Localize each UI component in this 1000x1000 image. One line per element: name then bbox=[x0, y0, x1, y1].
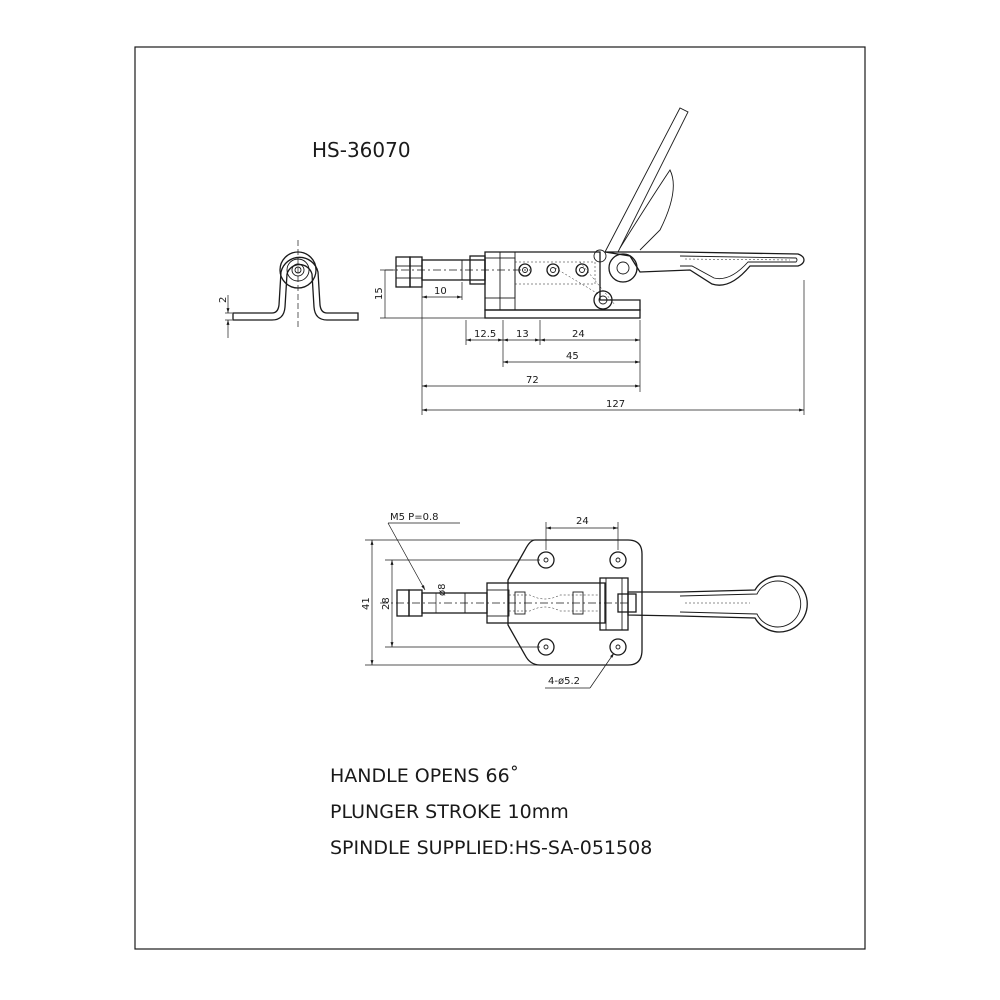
dim-plunger-dia: ø8 bbox=[437, 584, 448, 596]
mount-hole bbox=[537, 638, 555, 656]
mount-hole bbox=[609, 551, 627, 569]
end-view: 2 bbox=[218, 240, 359, 338]
side-view: 15 10 12.5 13 24 45 72 127 bbox=[374, 107, 805, 415]
note-handle-opens: HANDLE OPENS 66˚ bbox=[330, 765, 519, 787]
dim-height: 15 bbox=[374, 287, 385, 300]
dim-holes: 4-ø5.2 bbox=[548, 676, 580, 687]
dim-inner-width: 28 bbox=[381, 597, 392, 610]
note-spindle-supplied: SPINDLE SUPPLIED:HS-SA-051508 bbox=[330, 837, 652, 859]
model-number: HS-36070 bbox=[312, 138, 411, 162]
drawing-frame bbox=[134, 46, 866, 950]
dim-seg3: 24 bbox=[572, 329, 585, 340]
dim-bracket-thickness: 2 bbox=[218, 297, 229, 303]
dim-seg2: 13 bbox=[516, 329, 529, 340]
top-view: M5 P=0.8 24 41 28 ø8 4-ø5.2 bbox=[361, 512, 808, 689]
dim-width: 41 bbox=[361, 597, 372, 610]
dim-seg1: 12.5 bbox=[474, 329, 496, 340]
thread-label: M5 P=0.8 bbox=[390, 512, 438, 523]
dim-hole-spacing: 24 bbox=[576, 516, 589, 527]
dim-base: 45 bbox=[566, 351, 579, 362]
mount-hole bbox=[537, 551, 555, 569]
dim-overall: 127 bbox=[606, 399, 625, 410]
mount-hole bbox=[609, 638, 627, 656]
dim-body: 72 bbox=[526, 375, 539, 386]
note-plunger-stroke: PLUNGER STROKE 10mm bbox=[330, 801, 569, 823]
dim-plunger: 10 bbox=[434, 286, 447, 297]
